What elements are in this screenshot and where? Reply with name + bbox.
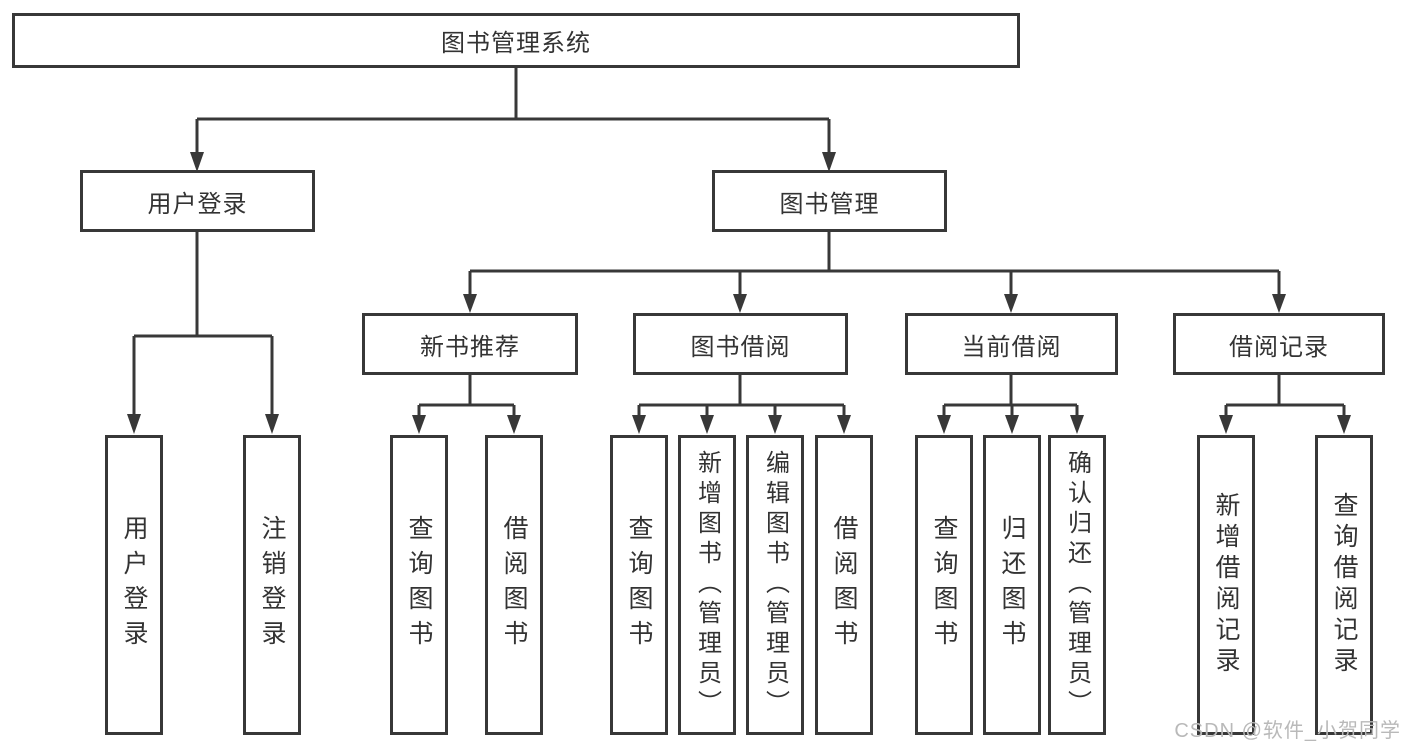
node-new-book-recommend: 新书推荐 [362, 313, 578, 375]
watermark: CSDN @软件_小贺同学 [1174, 720, 1401, 742]
node-current-borrow: 当前借阅 [905, 313, 1118, 375]
leaf-add-borrow-record: 新增借阅记录 [1197, 435, 1255, 735]
leaf-borrow-books: 借阅图书 [815, 435, 873, 735]
connector-book-borrow [637, 374, 846, 417]
leaf-logout: 注销登录 [243, 435, 301, 735]
leaf-user-login: 用户登录 [105, 435, 163, 735]
node-book-borrow: 图书借阅 [633, 313, 848, 375]
leaf-query-books-recommend: 查询图书 [390, 435, 448, 735]
leaf-add-books-admin: 新增图书（管理员） [678, 435, 736, 735]
leaf-edit-books-admin: 编辑图书（管理员） [746, 435, 804, 735]
leaf-query-borrow-record: 查询借阅记录 [1315, 435, 1373, 735]
node-borrow-records: 借阅记录 [1173, 313, 1385, 375]
leaf-confirm-return-admin: 确认归还（管理员） [1048, 435, 1106, 735]
leaf-borrow-books-recommend: 借阅图书 [485, 435, 543, 735]
leaf-query-books-borrow: 查询图书 [610, 435, 668, 735]
node-book-management-branch: 图书管理 [712, 170, 947, 232]
connector-current-borrow [942, 374, 1079, 417]
connector-borrow-records [1224, 374, 1346, 417]
connector-user-login [132, 231, 274, 415]
connector-book-management [468, 231, 1281, 295]
node-root-library-system: 图书管理系统 [12, 13, 1020, 68]
leaf-query-books-current: 查询图书 [915, 435, 973, 735]
connector-new-book [417, 374, 516, 417]
connector-root [195, 66, 831, 153]
leaf-return-books: 归还图书 [983, 435, 1041, 735]
node-user-login-branch: 用户登录 [80, 170, 315, 232]
